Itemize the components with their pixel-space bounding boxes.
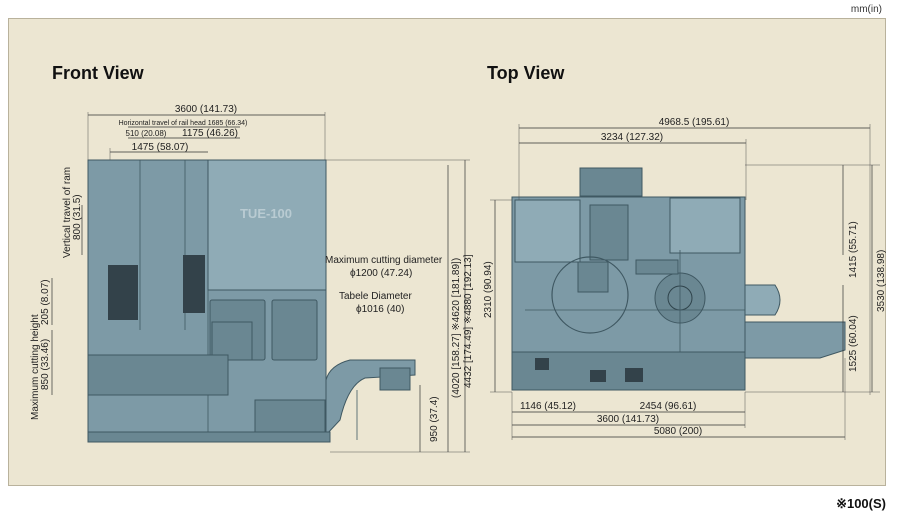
front-view-title: Front View bbox=[52, 63, 144, 83]
ram-travel-label: Vertical travel of ram bbox=[62, 167, 73, 258]
chip-conveyor bbox=[325, 359, 416, 437]
max-height-label: Maximum cutting height bbox=[30, 314, 41, 420]
dim-510: 510 (20.08) bbox=[126, 129, 167, 138]
dim-1475: 1475 (58.07) bbox=[132, 142, 189, 153]
dim-5080: 5080 (200) bbox=[654, 426, 702, 437]
front-control-box bbox=[211, 321, 253, 361]
dim-850: 850 (33.46) bbox=[40, 339, 51, 390]
dim-3530: 3530 (138.98) bbox=[876, 250, 887, 312]
dim-2310: 2310 (90.94) bbox=[483, 261, 494, 318]
table-dia-label: Tabele Diameter bbox=[339, 291, 412, 302]
max-dia-label: Maximum cutting diameter bbox=[325, 255, 443, 266]
table-dia-value: ϕ1016 (40) bbox=[356, 304, 404, 315]
dim-1146: 1146 (45.12) bbox=[520, 401, 576, 412]
dim-950: 950 (37.4) bbox=[429, 396, 440, 442]
front-center-grille bbox=[183, 255, 205, 313]
dim-3600-top: 3600 (141.73) bbox=[597, 414, 659, 425]
top-control-panel bbox=[579, 167, 643, 197]
front-view-machine: TUE-100 bbox=[87, 159, 416, 443]
dim-rail-travel: Horizontal travel of rail head 1685 (66.… bbox=[119, 120, 248, 127]
dim-front-width: 3600 (141.73) bbox=[175, 104, 237, 115]
top-conveyor bbox=[744, 321, 846, 359]
conveyor-motor bbox=[379, 367, 411, 391]
front-left-grille bbox=[108, 265, 138, 320]
top-view-title: Top View bbox=[487, 63, 565, 83]
dim-1415: 1415 (55.71) bbox=[848, 221, 859, 278]
ram-travel-value: 800 (31.5) bbox=[72, 194, 83, 240]
dim-height-2: 4432 [174.49] ※4880 [192.13] bbox=[463, 254, 474, 388]
dim-2454: 2454 (96.61) bbox=[640, 401, 697, 412]
dim-1175: 1175 (46.26) bbox=[182, 128, 238, 139]
dim-205: 205 (8.07) bbox=[40, 279, 51, 325]
footnote: ※100(S) bbox=[836, 496, 886, 511]
dim-height-1: (4020 [158.27] ※4620 [181.89]) bbox=[451, 258, 462, 398]
dim-4968: 4968.5 (195.61) bbox=[659, 117, 730, 128]
dim-3234: 3234 (127.32) bbox=[601, 132, 663, 143]
machine-label: TUE-100 bbox=[240, 206, 292, 221]
dim-1525: 1525 (60.04) bbox=[848, 315, 859, 372]
max-dia-value: ϕ1200 (47.24) bbox=[350, 268, 412, 279]
front-dimensions: 3600 (141.73) Horizontal travel of rail … bbox=[30, 104, 474, 453]
top-view-machine bbox=[511, 167, 846, 391]
front-annotations: Maximum cutting diameter ϕ1200 (47.24) T… bbox=[325, 255, 443, 315]
units-label: mm(in) bbox=[850, 4, 882, 15]
top-dimensions: 4968.5 (195.61) 3234 (127.32) 2310 (90.9… bbox=[483, 117, 887, 440]
